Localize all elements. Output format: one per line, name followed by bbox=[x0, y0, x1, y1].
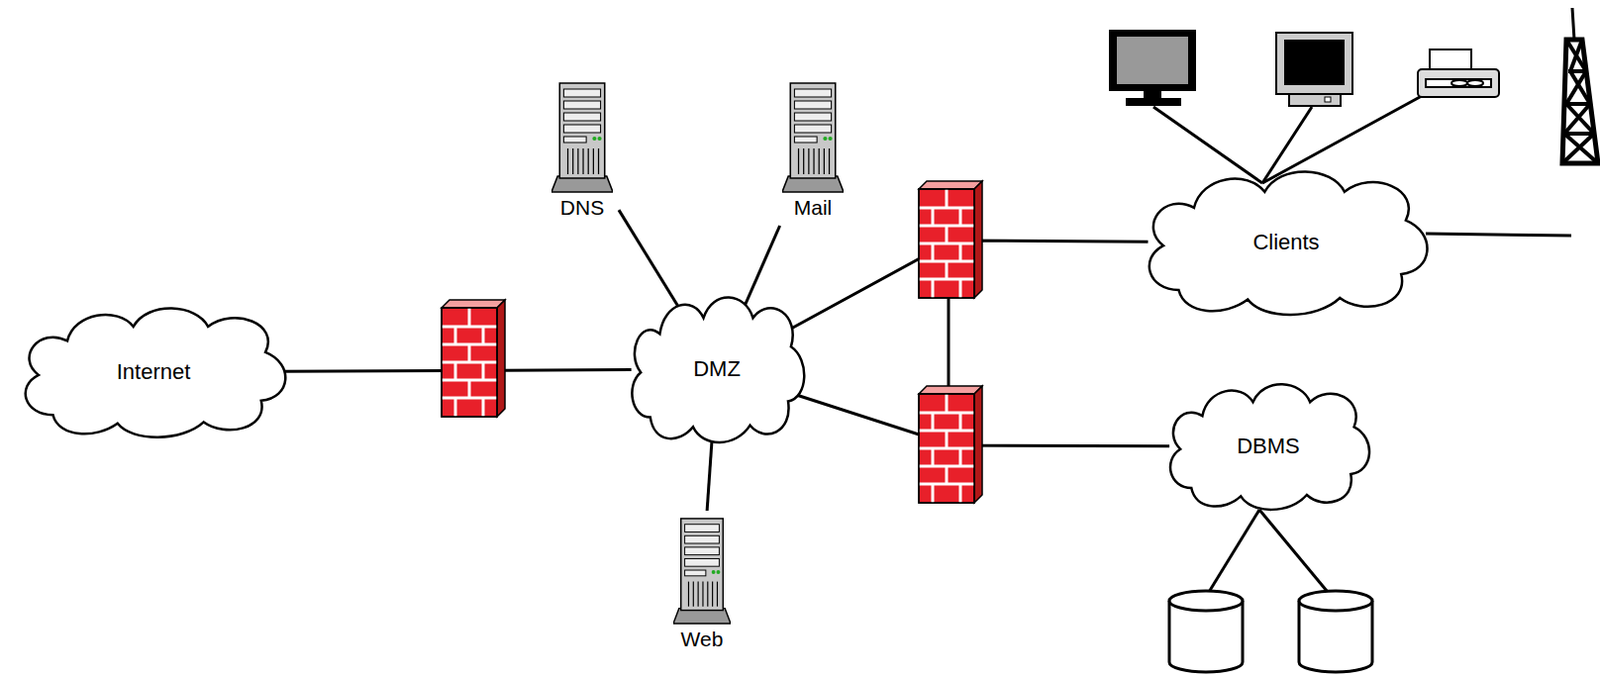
db-wire bbox=[1205, 509, 1260, 598]
server-icon bbox=[782, 81, 844, 195]
server-node: Web bbox=[673, 516, 731, 652]
antenna-tower bbox=[1562, 7, 1599, 164]
network-link bbox=[706, 434, 712, 511]
firewall-link bbox=[947, 297, 951, 392]
cloud-label: DBMS bbox=[1236, 433, 1300, 460]
server-label: Mail bbox=[792, 196, 835, 220]
network-cloud: Clients bbox=[1132, 163, 1440, 322]
cloud-label: DMZ bbox=[693, 356, 741, 383]
network-cloud: Internet bbox=[9, 300, 298, 444]
link-line bbox=[706, 434, 712, 511]
server-icon bbox=[551, 81, 613, 195]
link-line bbox=[744, 225, 781, 307]
server-label: DNS bbox=[558, 196, 606, 220]
network-cloud: DBMS bbox=[1158, 377, 1379, 516]
device-wire bbox=[1262, 91, 1431, 184]
monitor-icon bbox=[1108, 29, 1197, 106]
printer-icon bbox=[1417, 49, 1500, 98]
monitor-icon bbox=[1276, 32, 1353, 106]
db-wire bbox=[1259, 509, 1332, 598]
server-node: Mail bbox=[782, 81, 844, 220]
server-node: DNS bbox=[551, 81, 613, 220]
network-link bbox=[744, 225, 781, 307]
link-line bbox=[618, 209, 681, 310]
cloud-label: Clients bbox=[1252, 229, 1319, 256]
device-wire bbox=[1153, 106, 1263, 184]
server-icon bbox=[673, 516, 731, 626]
cloud-label: Internet bbox=[116, 359, 192, 386]
antenna-wire bbox=[1425, 233, 1572, 236]
network-cloud: DMZ bbox=[621, 289, 812, 450]
network-link bbox=[618, 209, 681, 310]
server-label: Web bbox=[679, 627, 726, 652]
